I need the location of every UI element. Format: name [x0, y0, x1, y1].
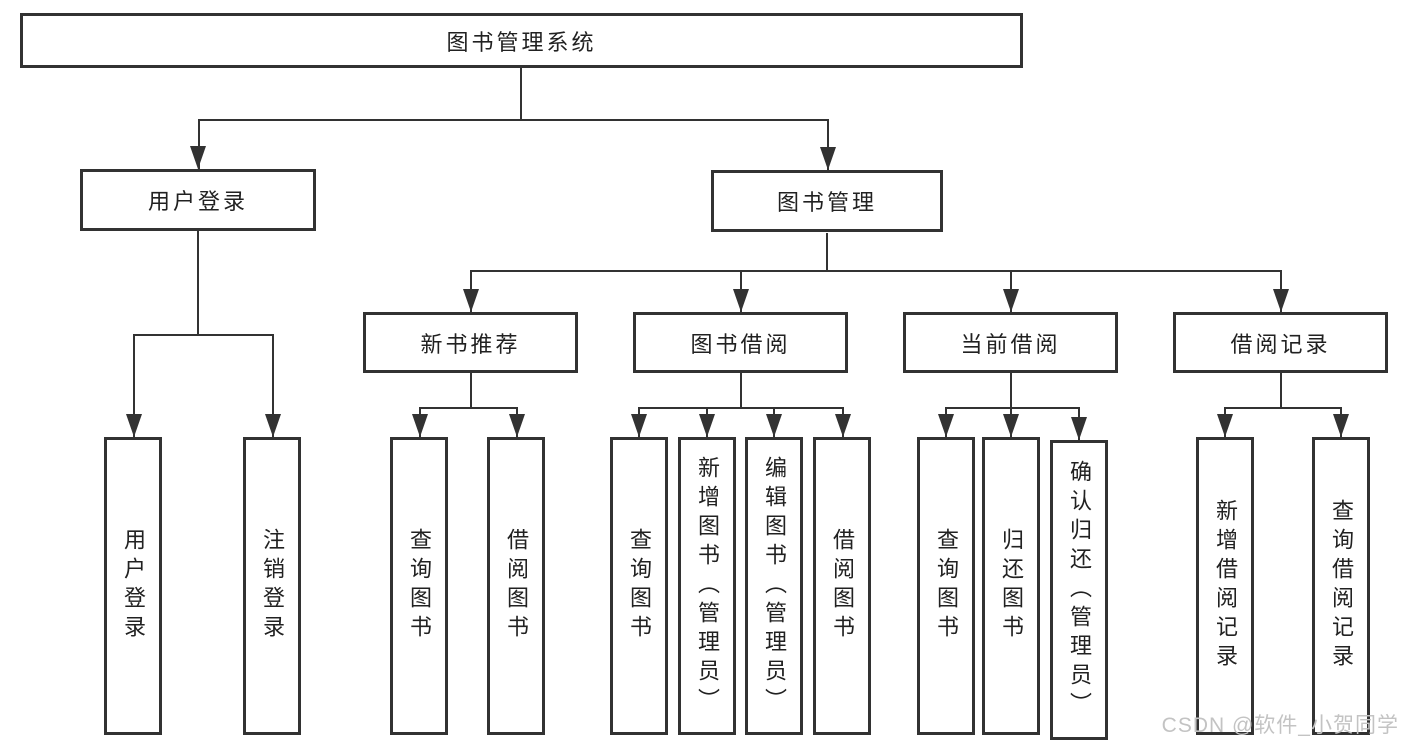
arrow-down-icon [1071, 417, 1087, 440]
node-label: 用户登录 [147, 189, 248, 214]
node-label: 查询图书 [407, 528, 432, 644]
node-label: 新增图书（管理员） [695, 455, 720, 717]
arrow-down-icon [1333, 414, 1349, 437]
node-label: 借阅图书 [830, 528, 855, 644]
node-label: 查询图书 [934, 528, 959, 644]
node-label: 查询图书 [627, 528, 652, 644]
leaf-add-books-admin: 新增图书（管理员） [678, 437, 736, 735]
connector-line [638, 407, 844, 409]
arrow-down-icon [733, 289, 749, 312]
connector-line [1010, 373, 1012, 408]
leaf-query-books-borrowing: 查询图书 [610, 437, 668, 735]
leaf-query-borrow-record: 查询借阅记录 [1312, 437, 1370, 735]
arrow-down-icon [463, 289, 479, 312]
connector-line [827, 119, 829, 170]
leaf-query-books-current: 查询图书 [917, 437, 975, 735]
watermark-text: CSDN @软件_小贺同学 [1161, 714, 1399, 737]
arrow-down-icon [412, 414, 428, 437]
node-current-borrowing: 当前借阅 [903, 312, 1118, 373]
arrow-down-icon [265, 414, 281, 437]
node-label: 当前借阅 [960, 331, 1061, 357]
node-label: 查询借阅记录 [1329, 499, 1354, 673]
arrow-down-icon [766, 414, 782, 437]
node-library-system: 图书管理系统 [20, 13, 1023, 68]
leaf-logout: 注销登录 [243, 437, 301, 735]
connector-line [133, 334, 135, 437]
arrow-down-icon [190, 146, 206, 169]
node-label: 新书推荐 [420, 331, 521, 357]
leaf-borrow-books-borrowing: 借阅图书 [813, 437, 871, 735]
node-label: 归还图书 [999, 528, 1024, 644]
connector-line [470, 373, 472, 408]
leaf-add-borrow-record: 新增借阅记录 [1196, 437, 1254, 735]
arrow-down-icon [1273, 289, 1289, 312]
node-label: 图书管理 [776, 190, 877, 215]
node-borrowing-records: 借阅记录 [1173, 312, 1388, 373]
connector-line [1224, 407, 1342, 409]
arrow-down-icon [835, 414, 851, 437]
node-label: 编辑图书（管理员） [762, 455, 787, 717]
leaf-query-books-newbooks: 查询图书 [390, 437, 448, 735]
connector-line [133, 334, 274, 336]
connector-line [470, 270, 1281, 272]
arrow-down-icon [1003, 414, 1019, 437]
connector-line [1280, 373, 1282, 408]
node-user-login: 用户登录 [80, 169, 316, 231]
leaf-user-login: 用户登录 [104, 437, 162, 735]
connector-line [272, 334, 274, 437]
leaf-edit-books-admin: 编辑图书（管理员） [745, 437, 803, 735]
arrow-down-icon [820, 147, 836, 170]
node-label: 借阅图书 [504, 528, 529, 644]
node-label: 注销登录 [260, 528, 285, 644]
arrow-down-icon [631, 414, 647, 437]
arrow-down-icon [126, 414, 142, 437]
node-label: 新增借阅记录 [1213, 499, 1238, 673]
node-book-management: 图书管理 [711, 170, 943, 232]
node-label: 图书借阅 [690, 331, 791, 357]
node-new-book-recommend: 新书推荐 [363, 312, 578, 373]
connector-line [198, 119, 200, 169]
connector-line [740, 373, 742, 408]
leaf-confirm-return-admin: 确认归还（管理员） [1050, 440, 1108, 740]
node-book-borrowing: 图书借阅 [633, 312, 848, 373]
arrow-down-icon [509, 414, 525, 437]
arrow-down-icon [938, 414, 954, 437]
arrow-down-icon [1217, 414, 1233, 437]
connector-line [197, 231, 199, 335]
leaf-return-books: 归还图书 [982, 437, 1040, 735]
connector-line [945, 407, 1080, 409]
node-label: 用户登录 [121, 528, 146, 644]
connector-line [826, 233, 828, 271]
connector-line [520, 68, 522, 120]
node-label: 确认归还（管理员） [1067, 459, 1092, 721]
connector-line [198, 119, 829, 121]
connector-line [419, 407, 518, 409]
arrow-down-icon [699, 414, 715, 437]
node-label: 图书管理系统 [446, 29, 597, 55]
arrow-down-icon [1003, 289, 1019, 312]
leaf-borrow-books-newbooks: 借阅图书 [487, 437, 545, 735]
node-label: 借阅记录 [1230, 331, 1331, 357]
